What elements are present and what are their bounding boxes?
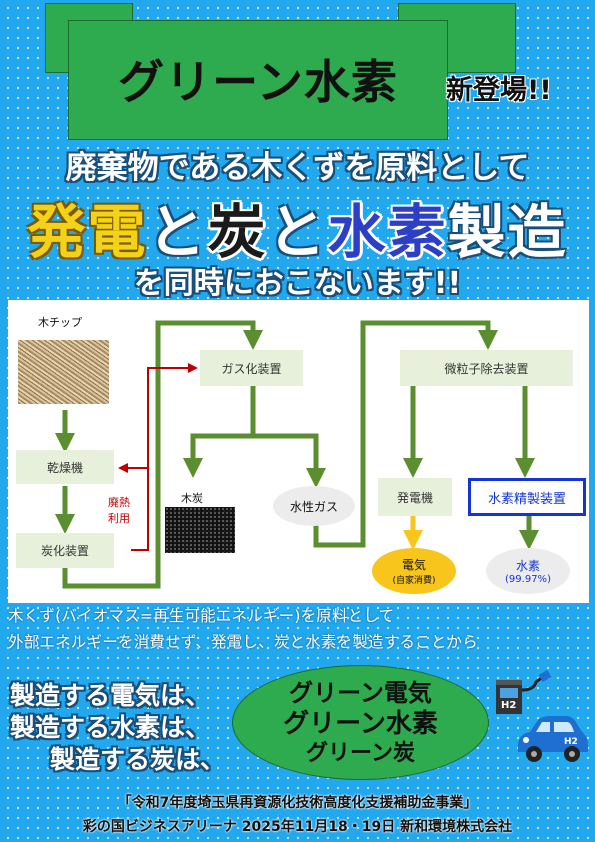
title-banner [68,20,448,140]
water-gas-oval: 水性ガス [273,486,355,526]
green-products-ellipse: グリーン電気 グリーン水素 グリーン炭 [232,665,489,780]
car-h2-label: H2 [564,737,578,747]
green-charcoal: グリーン炭 [306,741,415,766]
headline-line2: 発電と炭と水素製造 [0,185,595,269]
headline-line3: を同時におこないます!! [133,266,462,301]
charcoal-image [165,507,235,553]
flow-arrows [55,320,539,589]
description-line1: 木くず(バイオマス=再生可能エネルギー)を原料として [8,607,395,625]
statement-electricity: 製造する電気は、 [10,681,211,710]
green-electricity: グリーン電気 [289,678,432,707]
statement-charcoal: 製造する炭は、 [50,745,226,774]
headline-and-2: と [267,198,328,266]
station-h2-label: H2 [501,700,517,711]
process-diagram: 木チップ 乾燥機 炭化装置 廃熱 利用 ガス化装置 木炭 水性ガス 微粒子除去装… [8,300,589,603]
fuel-cell-car-icon: H2 [512,712,590,764]
dryer-box: 乾燥機 [16,450,114,484]
electricity-oval: 電気 (自家消費) [372,548,456,594]
electricity-label: 電気 [401,558,426,572]
footer-project: 「令和7年度埼玉県再資源化技術高度化支援補助金事業」 [117,795,478,811]
hydrogen-purity: (99.97%) [505,574,551,585]
hydrogen-oval: 水素 (99.97%) [486,548,570,594]
charcoal-label: 木炭 [181,492,203,505]
generator-box: 発電機 [378,478,452,516]
green-hydrogen: グリーン水素 [283,708,438,739]
gasifier-box: ガス化装置 [200,350,303,386]
water-gas-label: 水性ガス [289,499,338,514]
waste-heat-label-2: 利用 [108,512,130,525]
headline-production: 製造 [447,198,568,266]
electricity-note: (自家消費) [392,576,436,586]
particle-remover-box: 微粒子除去装置 [400,350,573,386]
hydrogen-refiner-box: 水素精製装置 [468,478,586,516]
description-line2: 外部エネルギーを消費せず、発電し、炭と水素を製造することから [8,633,478,651]
carbonizer-box: 炭化装置 [16,533,114,568]
hydrogen-label: 水素 [515,559,540,573]
headline-power: 発電 [27,198,148,266]
wood-chip-image [18,340,109,404]
waste-heat-label-1: 廃熱 [108,496,130,509]
wood-chip-label: 木チップ [38,316,82,329]
new-arrival-badge: 新登場!! [446,75,552,106]
footer-event: 彩の国ビジネスアリーナ 2025年11月18・19日 新和環境株式会社 [82,819,513,835]
headline-hydrogen: 水素 [327,198,448,266]
statement-hydrogen: 製造する水素は、 [10,713,211,742]
hydrogen-station-icon: H2 [494,670,564,715]
banner-title: グリーン水素 [118,55,398,109]
headline-and-1: と [147,198,208,266]
headline-line1: 廃棄物である木くずを原料として [65,150,530,186]
headline-charcoal: 炭 [207,198,268,266]
